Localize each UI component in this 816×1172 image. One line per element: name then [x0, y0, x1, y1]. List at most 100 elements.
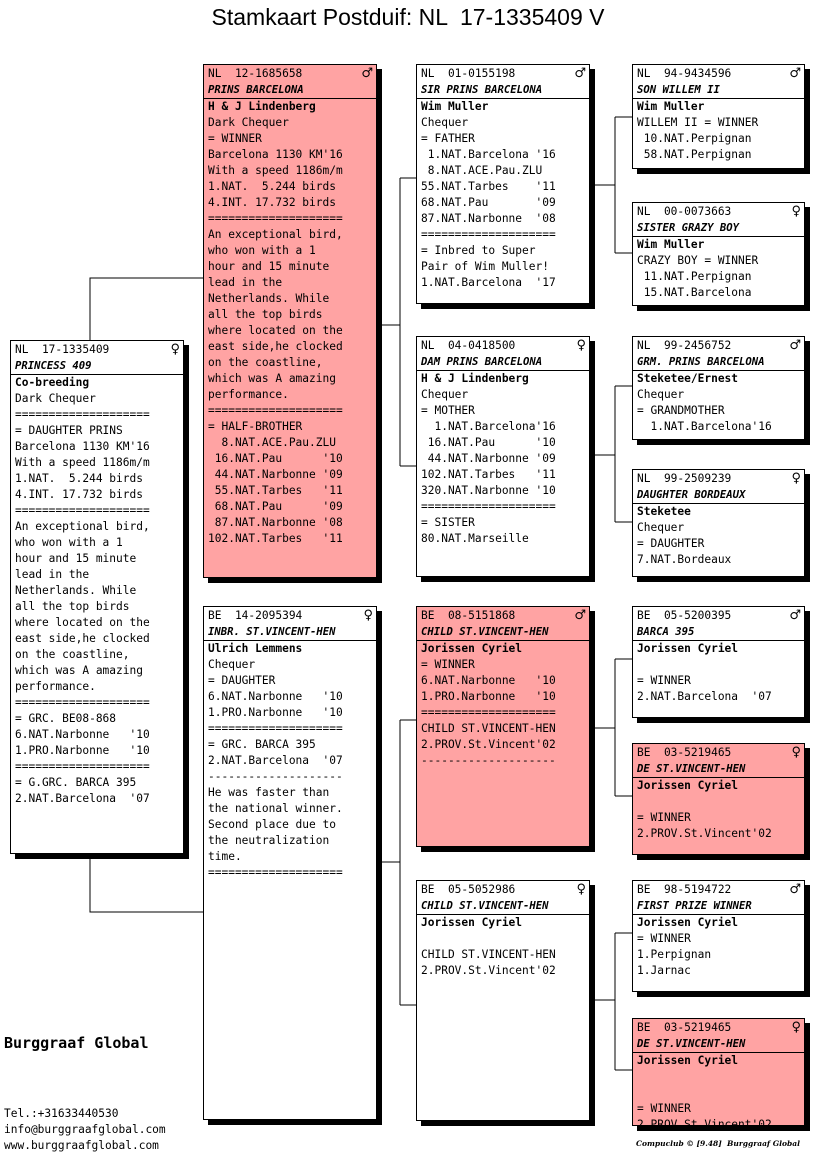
- male-icon: ♂: [574, 66, 586, 81]
- card-line: 6.NAT.Narbonne '10: [15, 728, 150, 741]
- card-line: = WINNER: [637, 1102, 691, 1115]
- card-line: [633, 1069, 804, 1085]
- page-title: Stamkaart Postduif: NL 17-1335409 V: [211, 4, 605, 30]
- bird-name: FIRST PRIZE WINNER: [633, 898, 804, 915]
- card-line: Chequer: [637, 388, 685, 401]
- owner-name: Wim Muller: [637, 100, 705, 113]
- card-header: NL 99-2509239♀: [633, 470, 804, 487]
- card-line: on the coastline,: [208, 356, 323, 369]
- card-line: the national winner.: [208, 802, 343, 815]
- card-line: ====================: [208, 212, 343, 225]
- card-line: = WINNER: [637, 811, 691, 824]
- card-line: Dark Chequer: [15, 392, 96, 405]
- male-icon: ♂: [789, 338, 801, 353]
- ring-number: BE 05-5052986: [421, 883, 516, 896]
- female-icon: ♀: [791, 471, 801, 486]
- card-header: BE 05-5200395♂: [633, 607, 804, 624]
- card-line: CHILD ST.VINCENT-HEN: [421, 722, 556, 735]
- bird-name: CHILD ST.VINCENT-HEN: [417, 898, 589, 915]
- card-line: [633, 794, 804, 810]
- card-line: = WINNER: [637, 674, 691, 687]
- card-header: BE 05-5052986♀: [417, 881, 589, 898]
- card-line: lead in the: [15, 568, 90, 581]
- card-line: the neutralization: [208, 834, 330, 847]
- bird-name: DE ST.VINCENT-HEN: [633, 1036, 804, 1053]
- bird-name: SIR PRINS BARCELONA: [417, 82, 589, 99]
- card-line: 4.INT. 17.732 birds: [208, 196, 336, 209]
- ring-number: NL 17-1335409: [15, 343, 110, 356]
- owner-name: Jorissen Cyriel: [421, 916, 523, 929]
- ring-number: BE 03-5219465: [637, 1021, 732, 1034]
- card-line: ====================: [208, 722, 343, 735]
- card-line: 102.NAT.Tarbes '11: [421, 468, 556, 481]
- card-line: Netherlands. While: [208, 292, 330, 305]
- card-line: Chequer: [421, 388, 469, 401]
- owner-name: Jorissen Cyriel: [421, 642, 523, 655]
- card-line: which was A amazing: [208, 372, 336, 385]
- card-header: BE 98-5194722♂: [633, 881, 804, 898]
- bird-name: PRINCESS 409: [11, 358, 183, 375]
- card-line: 44.NAT.Narbonne '09: [208, 468, 343, 481]
- card-line: 2.PROV.St.Vincent'02: [421, 738, 556, 751]
- card-line: = Inbred to Super: [421, 244, 536, 257]
- card-line: 2.PROV.St.Vincent'02: [637, 827, 772, 840]
- card-line: 1.NAT.Barcelona'16: [637, 420, 772, 433]
- card-line: 68.NAT.Pau '09: [421, 196, 556, 209]
- contact-website: www.burggraafglobal.com: [4, 1139, 159, 1152]
- owner-name: Steketee: [637, 505, 691, 518]
- card-line: 6.NAT.Narbonne '10: [421, 674, 556, 687]
- female-icon: ♀: [791, 745, 801, 760]
- card-line: who won with a 1: [15, 536, 123, 549]
- card-line: 8.NAT.ACE.Pau.ZLU: [421, 164, 543, 177]
- card-line: CRAZY BOY = WINNER: [637, 254, 759, 267]
- card-line: 1.Jarnac: [637, 964, 691, 977]
- card-line: = WINNER: [208, 132, 262, 145]
- card-line: 1.NAT. 5.244 birds: [208, 180, 336, 193]
- ring-number: NL 12-1685658: [208, 67, 303, 80]
- card-line: ====================: [421, 500, 556, 513]
- bird-name: GRM. PRINS BARCELONA: [633, 354, 804, 371]
- card-line: all the top birds: [208, 308, 323, 321]
- card-line: ====================: [15, 504, 150, 517]
- card-line: ====================: [208, 404, 343, 417]
- card-line: --------------------: [421, 754, 556, 767]
- card-line: = WINNER: [637, 932, 691, 945]
- card-line: 1.NAT.Barcelona'16: [421, 420, 556, 433]
- card-line: Barcelona 1130 KM'16: [208, 148, 343, 161]
- owner-name: Steketee/Ernest: [637, 372, 739, 385]
- card-line: [417, 931, 589, 947]
- card-line: performance.: [208, 388, 289, 401]
- owner-name: H & J Lindenberg: [208, 100, 316, 113]
- card-line: 87.NAT.Narbonne '08: [421, 212, 556, 225]
- bird-name: DAM PRINS BARCELONA: [417, 354, 589, 371]
- contact-phone: Tel.:+31633440530: [4, 1107, 119, 1120]
- card-line: CHILD ST.VINCENT-HEN: [421, 948, 556, 961]
- owner-name: Wim Muller: [637, 238, 705, 251]
- card-line: 2.NAT.Barcelona '07: [637, 690, 772, 703]
- male-icon: ♂: [789, 608, 801, 623]
- card-line: 11.NAT.Perpignan: [637, 270, 752, 283]
- card-line: 8.NAT.ACE.Pau.ZLU: [208, 436, 336, 449]
- card-header: NL 99-2456752♂: [633, 337, 804, 354]
- card-line: 87.NAT.Narbonne '08: [208, 516, 343, 529]
- card-line: 16.NAT.Pau '10: [421, 436, 556, 449]
- card-line: Second place due to: [208, 818, 336, 831]
- card-line: ====================: [208, 866, 343, 879]
- male-icon: ♂: [789, 66, 801, 81]
- card-line: = GRANDMOTHER: [637, 404, 725, 417]
- card-line: where located on the: [208, 324, 343, 337]
- card-line: 6.NAT.Narbonne '10: [208, 690, 343, 703]
- card-line: Barcelona 1130 KM'16: [15, 440, 150, 453]
- card-line: [633, 657, 804, 673]
- owner-name: H & J Lindenberg: [421, 372, 529, 385]
- card-line: 55.NAT.Tarbes '11: [421, 180, 556, 193]
- card-line: where located on the: [15, 616, 150, 629]
- female-icon: ♀: [576, 338, 586, 353]
- card-header: NL 94-9434596♂: [633, 65, 804, 82]
